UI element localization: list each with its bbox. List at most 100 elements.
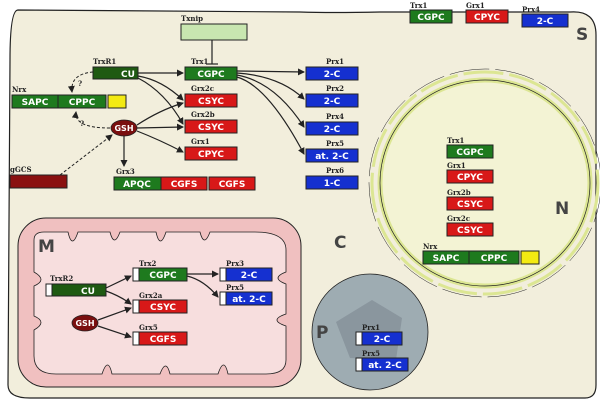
mito-gsh-to-grx2a-arrow xyxy=(97,306,132,321)
prx5-text: at. 2-C xyxy=(315,152,349,162)
trx2-text: CGPC xyxy=(149,271,177,281)
grx2a-mts-box xyxy=(132,299,140,314)
region-n-label: N xyxy=(555,199,569,219)
grx3-cgfs2-text: CGFS xyxy=(219,180,246,190)
gsh-to-grx2c-arrow xyxy=(136,101,184,126)
prx6-label: Prx6 xyxy=(326,166,344,175)
nuc-nrx-sapc-text: SAPC xyxy=(433,254,460,264)
nuc-trx1-label: Trx1 xyxy=(447,136,465,145)
legend-prx4-text: 2-C xyxy=(537,17,554,27)
prx4-label: Prx4 xyxy=(326,112,344,121)
trx1-label: Trx1 xyxy=(191,57,209,66)
nuc-grx2b-label: Grx2b xyxy=(447,188,471,197)
trx2-mts-box xyxy=(132,267,140,282)
txnip-box xyxy=(180,23,248,41)
nuc-grx1-text: CPYC xyxy=(457,173,483,183)
gsh-to-grx1-arrow xyxy=(136,130,184,153)
grx2b-label: Grx2b xyxy=(191,110,215,119)
nuc-grx2c-box xyxy=(446,222,494,237)
nuc-nrx-tail-box xyxy=(520,250,540,265)
trxr2-box xyxy=(51,283,107,297)
legend-grx1-label: Grx1 xyxy=(466,1,485,10)
trxr2-to-trx2-arrow xyxy=(105,275,132,289)
gsh-to-grx2b-arrow xyxy=(136,123,184,131)
trx1-text: CGPC xyxy=(197,70,225,80)
prx6-box xyxy=(305,175,359,190)
grx2b-box xyxy=(184,119,238,134)
legend-grx1-box xyxy=(465,9,509,24)
trxr1-to-nrx-arrow xyxy=(67,71,94,93)
legend-prx4-box xyxy=(521,13,569,28)
prx4-box xyxy=(305,121,359,136)
prx3-label: Prx3 xyxy=(226,259,244,268)
legend-prx4-label: Prx4 xyxy=(522,5,540,14)
trxr1-to-grx2b-arrow xyxy=(137,77,184,125)
mito-gsh-to-grx5-arrow xyxy=(97,325,132,339)
grx1-box xyxy=(184,146,238,161)
grx1-text: CPYC xyxy=(198,150,224,160)
trxr2-to-grx2a-arrow xyxy=(105,290,132,305)
legend-grx1-text: CPYC xyxy=(474,13,500,23)
grx3-cgfs1-box xyxy=(160,176,208,191)
prx2-text: 2-C xyxy=(324,97,341,107)
prx2-box xyxy=(305,93,359,108)
grx5-label: Grx5 xyxy=(139,323,158,332)
nuc-grx1-box xyxy=(446,169,494,184)
mito-prx5-label: Prx5 xyxy=(226,283,244,292)
question-mark-bottom: ? xyxy=(80,119,84,128)
prx3-mts-box xyxy=(219,267,227,282)
trx1-to-prx1-arrow xyxy=(236,68,305,76)
trx1-to-prx2-arrow xyxy=(236,72,305,100)
grx2a-box xyxy=(138,299,188,314)
ggcs-to-gsh-arrow xyxy=(59,134,113,176)
nrx-sapc-text: SAPC xyxy=(22,98,49,108)
trxr1-to-grx2c-arrow xyxy=(137,75,184,101)
trxr2-mts-box xyxy=(45,283,53,297)
mito-prx5-text: at. 2-C xyxy=(232,295,266,305)
nuc-nrx-cppc-text: CPPC xyxy=(481,254,508,264)
nuc-nrx-cppc-box xyxy=(468,250,520,265)
grx2b-text: CSYC xyxy=(198,123,224,133)
question-mark-top: ? xyxy=(78,79,82,88)
grx1-label: Grx1 xyxy=(191,137,210,146)
gsh-text: GSH xyxy=(114,124,133,133)
grx3-apqc-text: APQC xyxy=(123,180,151,190)
region-c-label: C xyxy=(334,233,346,253)
ggcs-box xyxy=(9,174,68,189)
nuc-grx1-label: Grx1 xyxy=(447,161,466,170)
grx2c-box xyxy=(184,93,238,108)
trx2-label: Trx2 xyxy=(139,259,157,268)
mito-prx5-box xyxy=(225,291,273,306)
perox-prx1-label: Prx1 xyxy=(362,323,380,332)
trxr2-text: CU xyxy=(81,287,95,297)
nuc-grx2b-text: CSYC xyxy=(457,200,483,210)
prx4-text: 2-C xyxy=(324,125,341,135)
ggcs-label: gGCS xyxy=(10,165,32,174)
grx2c-label: Grx2c xyxy=(191,84,214,93)
nrx-label: Nrx xyxy=(12,85,27,94)
prx5-label: Prx5 xyxy=(326,139,344,148)
grx5-box xyxy=(138,331,188,346)
nrx-tail-box xyxy=(107,94,127,109)
grx5-text: CGFS xyxy=(150,335,177,345)
region-s-label: S xyxy=(576,25,588,45)
prx5-box xyxy=(305,148,359,163)
prx3-text: 2-C xyxy=(241,271,258,281)
txnip-label: Txnip xyxy=(181,14,203,23)
legend-trx1-box xyxy=(409,9,453,24)
nrx-cppc-text: CPPC xyxy=(69,98,96,108)
nuc-nrx-label: Nrx xyxy=(423,242,438,251)
legend-trx1-label: Trx1 xyxy=(410,1,428,10)
nuc-trx1-box xyxy=(446,144,494,159)
mito-gsh-ellipse xyxy=(71,314,99,332)
perox-prx1-box xyxy=(361,331,403,346)
trx2-to-prx5-arrow xyxy=(186,275,219,298)
perox-prx1-text: 2-C xyxy=(374,335,391,345)
nuc-grx2c-text: CSYC xyxy=(457,226,483,236)
perox-prx5-pts-box xyxy=(355,357,363,372)
nuc-grx2b-box xyxy=(446,196,494,211)
perox-prx5-box xyxy=(361,357,409,372)
prx2-label: Prx2 xyxy=(326,84,344,93)
perox-prx5-text: at. 2-C xyxy=(368,361,402,371)
